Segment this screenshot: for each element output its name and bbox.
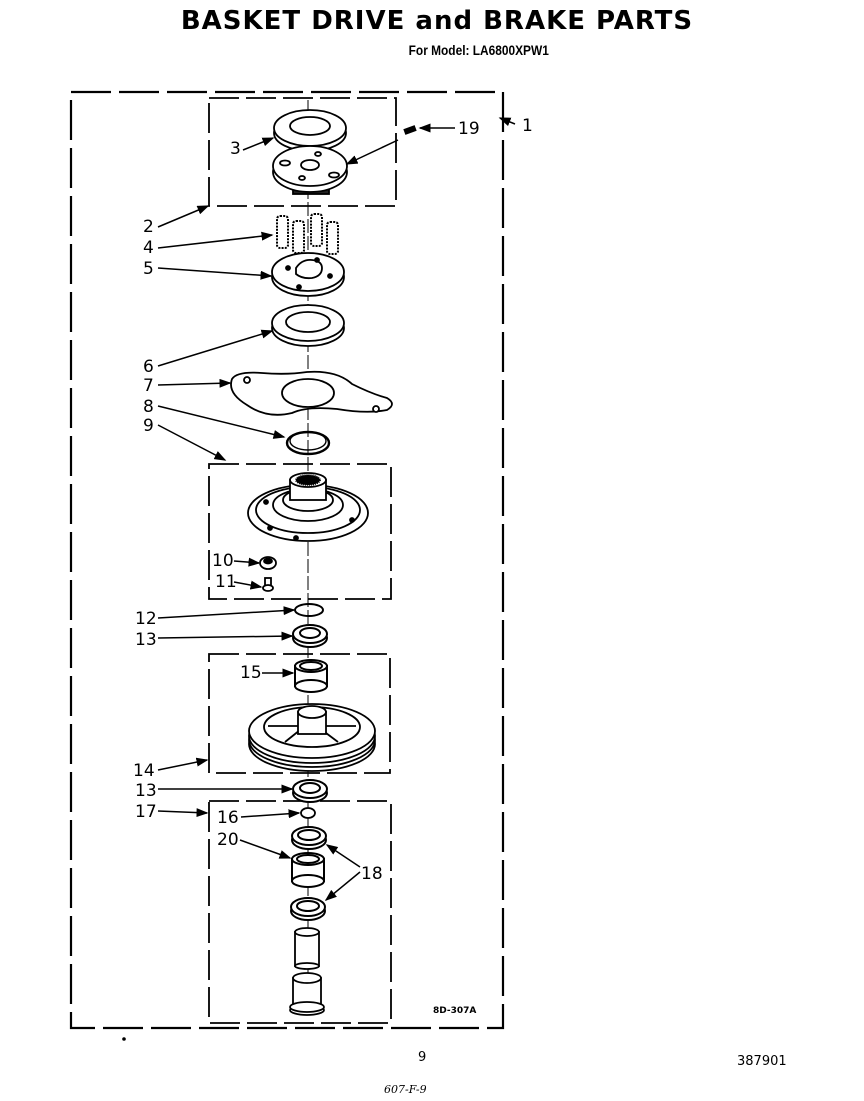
callout-19: 19: [458, 119, 480, 139]
part-3-washer: [273, 109, 347, 152]
part-19-screw: [403, 125, 417, 135]
part-12-clip: [294, 603, 324, 617]
part-20-bushing: [291, 852, 325, 888]
callout-labels: 1 2 3 4 5 6 7 8 9 10 11 12 13 15 14 13 1…: [133, 116, 533, 884]
part-10-nut: [259, 556, 277, 570]
part-14-pulley: [248, 703, 376, 772]
document-number: 387901: [737, 1054, 787, 1069]
subassembly-box-2: [208, 97, 397, 207]
diagram-code: 8D-307A: [433, 1006, 476, 1016]
part-8-ring: [285, 430, 331, 456]
callout-3: 3: [230, 139, 241, 159]
part-13-bearing-upper: [292, 624, 328, 648]
callout-10: 10: [212, 551, 234, 571]
callout-17: 17: [135, 802, 157, 822]
subassembly-box-9: [208, 463, 392, 600]
callout-18: 18: [361, 864, 383, 884]
callout-12: 12: [135, 609, 157, 629]
callout-16: 16: [217, 808, 239, 828]
callout-7: 7: [143, 376, 154, 396]
part-18-seal-upper: [291, 826, 327, 850]
part-5-plate: [271, 252, 345, 297]
assembly-box-1: [69, 90, 505, 1030]
brake-shaft-lower: [289, 972, 325, 1016]
handwritten-note: 607-F-9: [384, 1083, 427, 1096]
callout-13-lower: 13: [135, 781, 157, 801]
subassembly-box-14: [208, 653, 391, 774]
part-16-cap: [300, 807, 316, 819]
callout-13-upper: 13: [135, 630, 157, 650]
callout-1: 1: [522, 116, 533, 136]
part-7-bracket: [230, 370, 393, 416]
callout-6: 6: [143, 357, 154, 377]
part-2-drive-plate: [272, 145, 348, 195]
part-18-seal-lower: [290, 897, 326, 921]
callout-8: 8: [143, 397, 154, 417]
callout-20: 20: [217, 830, 239, 850]
page-title: BASKET DRIVE and BRAKE PARTS: [180, 6, 694, 36]
part-11-bolt: [262, 577, 274, 592]
callout-4: 4: [143, 238, 154, 258]
part-4-springs: [276, 213, 339, 255]
model-subtitle: For Model: LA6800XPW1: [408, 42, 549, 58]
part-15-bushing: [294, 659, 328, 693]
brake-shaft-upper: [294, 927, 320, 970]
part-9-hub: [247, 472, 369, 542]
callout-15: 15: [240, 663, 262, 683]
callout-11: 11: [215, 572, 237, 592]
callout-14: 14: [133, 761, 155, 781]
part-6-washer: [271, 304, 345, 347]
callout-2: 2: [143, 217, 154, 237]
part-13-bearing-lower: [292, 779, 328, 803]
page-number: 9: [418, 1050, 427, 1065]
callout-5: 5: [143, 259, 154, 279]
callout-9: 9: [143, 416, 154, 436]
